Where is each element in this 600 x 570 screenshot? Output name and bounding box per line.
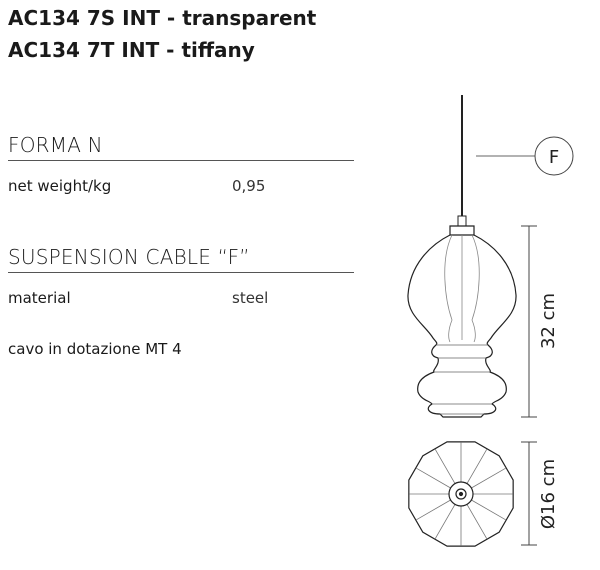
- section-heading-cable: SUSPENSION CABLE “F”: [8, 245, 250, 269]
- top-rib: [434, 504, 456, 540]
- diameter-dimension: Ø16 cm: [538, 459, 559, 529]
- top-outline: [408, 441, 514, 547]
- material-label: material: [8, 289, 71, 307]
- top-rib: [466, 504, 488, 540]
- product-title-transparent: AC134 7S INT - transparent: [8, 6, 317, 30]
- cable-cap: [457, 215, 467, 227]
- product-title-tiffany: AC134 7T INT - tiffany: [8, 38, 255, 62]
- top-rib: [415, 499, 451, 521]
- divider: [8, 160, 354, 161]
- material-value: steel: [232, 289, 269, 307]
- top-rib: [434, 448, 456, 484]
- top-rib: [471, 467, 507, 489]
- diameter-dimension-line: [521, 441, 537, 546]
- net-weight-label: net weight/kg: [8, 177, 112, 195]
- callout-label: F: [549, 147, 559, 168]
- section-heading-forma: FORMA N: [8, 133, 103, 157]
- cable-note: cavo in dotazione MT 4: [8, 340, 182, 358]
- height-dimension-line: [521, 225, 537, 418]
- height-dimension: 32 cm: [538, 293, 559, 349]
- top-rib: [471, 499, 507, 521]
- lamp-top-view: [408, 441, 514, 547]
- top-rib: [415, 467, 451, 489]
- callout-circle: [534, 136, 574, 176]
- net-weight-value: 0,95: [232, 177, 266, 195]
- divider: [8, 272, 354, 273]
- top-rib: [466, 448, 488, 484]
- lamp-side-view: [407, 225, 517, 418]
- top-hub: [455, 488, 467, 500]
- top-hub: [458, 491, 464, 497]
